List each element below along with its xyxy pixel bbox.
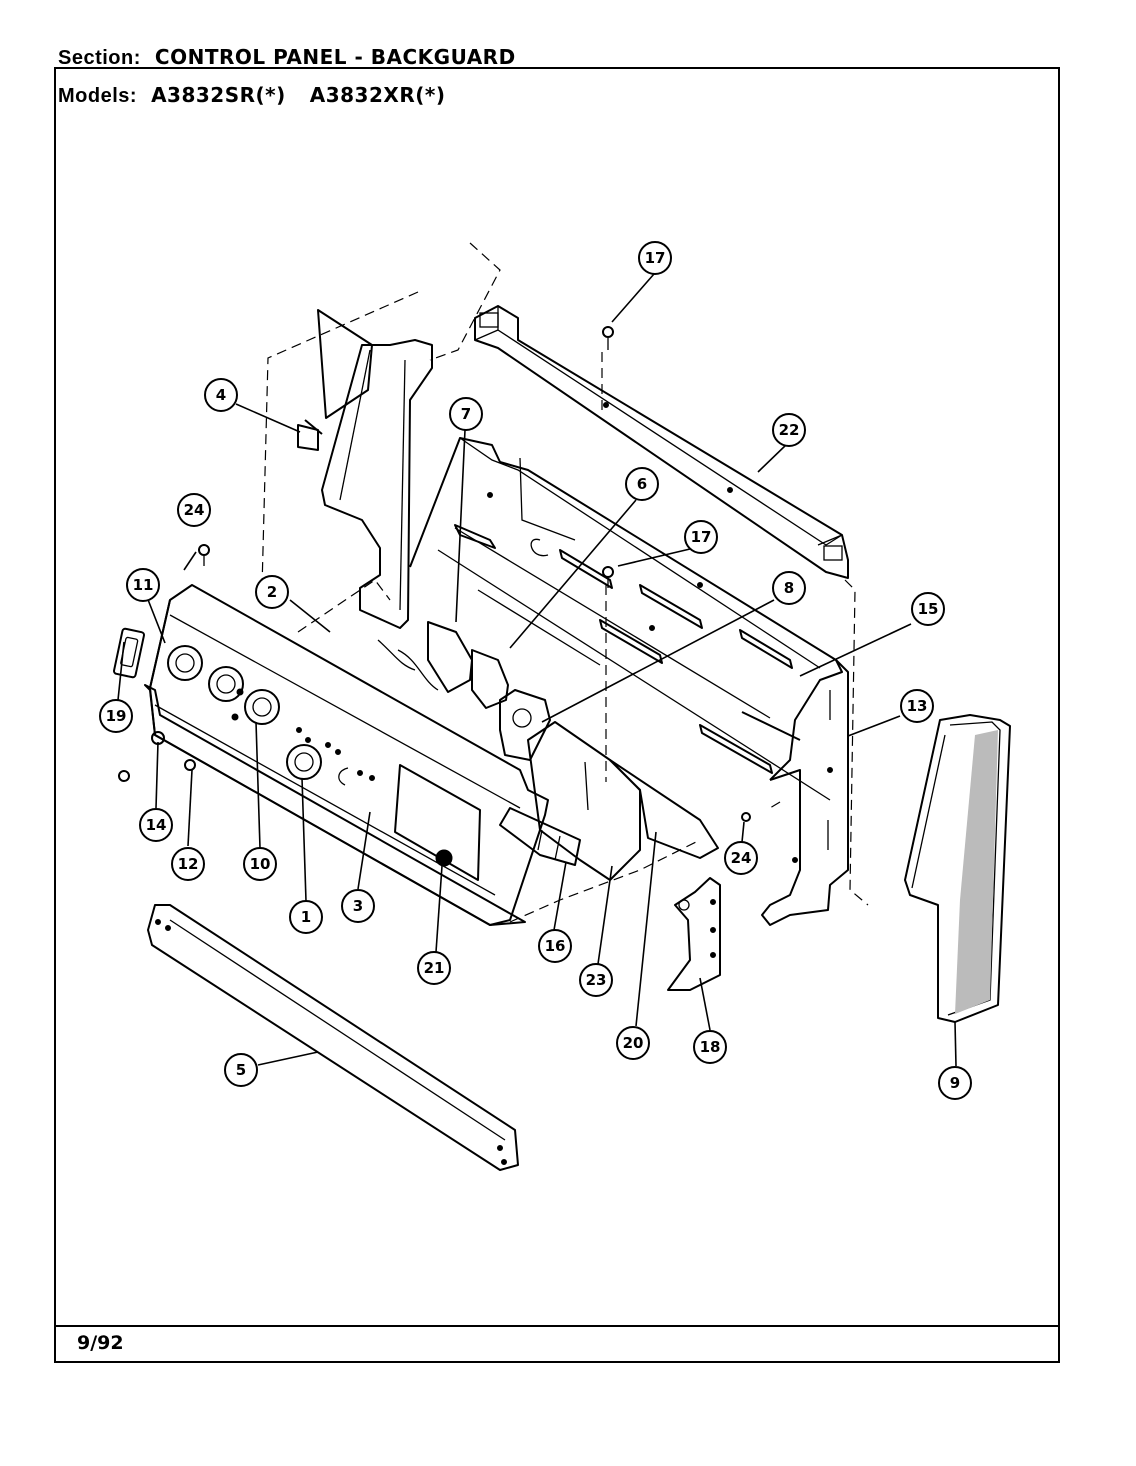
callout-6: 6 bbox=[625, 467, 659, 501]
callout-10: 10 bbox=[243, 847, 277, 881]
callout-24-right: 24 bbox=[724, 841, 758, 875]
switch-components bbox=[377, 621, 551, 761]
callout-20: 20 bbox=[616, 1026, 650, 1060]
svg-text:14: 14 bbox=[146, 816, 167, 834]
callout-21: 21 bbox=[417, 951, 451, 985]
svg-text:5: 5 bbox=[236, 1061, 246, 1079]
section-heading: Section: CONTROL PANEL - BACKGUARD bbox=[58, 45, 516, 70]
svg-text:15: 15 bbox=[918, 600, 939, 618]
lower-trim-strip bbox=[147, 904, 519, 1171]
svg-text:20: 20 bbox=[623, 1034, 644, 1052]
end-cap bbox=[904, 714, 1011, 1023]
revision-date: 9/92 bbox=[77, 1332, 124, 1354]
callout-24-left: 24 bbox=[177, 493, 211, 527]
section-label: Section: bbox=[58, 47, 141, 69]
callout-3: 3 bbox=[341, 889, 375, 923]
backguard-rear-panel bbox=[409, 437, 849, 926]
callout-13: 13 bbox=[900, 689, 934, 723]
callout-17-top: 17 bbox=[638, 241, 672, 275]
terminal-block-and-harness bbox=[297, 309, 433, 629]
svg-text:4: 4 bbox=[216, 386, 226, 404]
svg-text:10: 10 bbox=[250, 855, 271, 873]
callout-9: 9 bbox=[938, 1066, 972, 1100]
callout-2: 2 bbox=[255, 575, 289, 609]
model-1: A3832SR(*) bbox=[151, 83, 286, 107]
callout-1: 1 bbox=[289, 900, 323, 934]
side-bracket bbox=[667, 877, 721, 991]
svg-text:9: 9 bbox=[950, 1074, 960, 1092]
svg-text:17: 17 bbox=[691, 528, 712, 546]
diagram-frame bbox=[54, 67, 1060, 1363]
callout-18: 18 bbox=[693, 1030, 727, 1064]
svg-text:23: 23 bbox=[586, 971, 607, 989]
callout-23: 23 bbox=[579, 963, 613, 997]
svg-text:13: 13 bbox=[907, 697, 928, 715]
callout-4: 4 bbox=[204, 378, 238, 412]
models-label: Models: bbox=[58, 85, 138, 107]
clock-and-control-board bbox=[499, 721, 719, 881]
svg-text:21: 21 bbox=[424, 959, 445, 977]
svg-text:8: 8 bbox=[784, 579, 794, 597]
callout-8: 8 bbox=[772, 571, 806, 605]
svg-text:19: 19 bbox=[106, 707, 127, 725]
svg-text:6: 6 bbox=[637, 475, 647, 493]
callout-7: 7 bbox=[449, 397, 483, 431]
callout-19: 19 bbox=[99, 699, 133, 733]
footer-divider bbox=[54, 1325, 1060, 1327]
top-trim-channel bbox=[474, 305, 849, 579]
callout-12: 12 bbox=[171, 847, 205, 881]
leader-lines bbox=[117, 273, 957, 1067]
svg-text:7: 7 bbox=[461, 405, 471, 423]
svg-text:17: 17 bbox=[645, 249, 666, 267]
model-2: A3832XR(*) bbox=[309, 83, 446, 107]
callout-14: 14 bbox=[139, 808, 173, 842]
front-control-panel bbox=[113, 584, 549, 926]
callout-11: 11 bbox=[126, 568, 160, 602]
svg-text:2: 2 bbox=[267, 583, 277, 601]
svg-text:11: 11 bbox=[133, 576, 154, 594]
callout-17-middle: 17 bbox=[684, 520, 718, 554]
svg-text:22: 22 bbox=[779, 421, 800, 439]
svg-text:18: 18 bbox=[700, 1038, 721, 1056]
callout-16: 16 bbox=[538, 929, 572, 963]
svg-text:3: 3 bbox=[353, 897, 363, 915]
svg-text:24: 24 bbox=[184, 501, 205, 519]
svg-text:16: 16 bbox=[545, 937, 566, 955]
assembly-dashed-lines bbox=[261, 242, 869, 923]
models-heading: Models: A3832SR(*) A3832XR(*) bbox=[58, 83, 445, 108]
svg-text:24: 24 bbox=[731, 849, 752, 867]
callout-5: 5 bbox=[224, 1053, 258, 1087]
svg-text:12: 12 bbox=[178, 855, 199, 873]
callout-15: 15 bbox=[911, 592, 945, 626]
section-value: CONTROL PANEL - BACKGUARD bbox=[154, 45, 516, 69]
callout-22: 22 bbox=[772, 413, 806, 447]
screws bbox=[198, 326, 751, 822]
svg-text:1: 1 bbox=[301, 908, 311, 926]
